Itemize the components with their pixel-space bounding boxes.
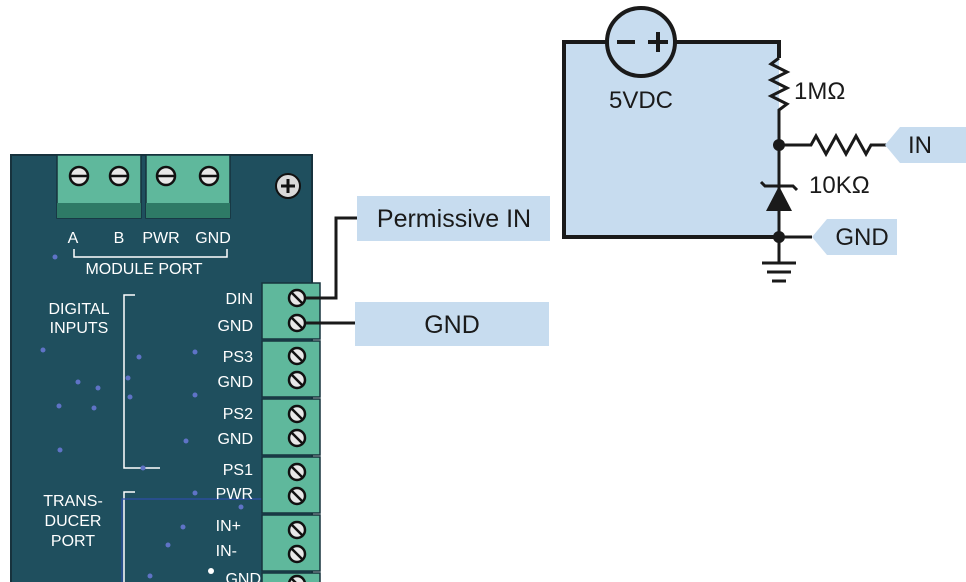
input-schematic: 5VDC 1MΩ IN 10KΩ GND [562, 6, 966, 283]
screw-icon [287, 370, 307, 390]
resistor-1m-icon [767, 56, 791, 145]
field-wiring: Permissive IN GND [306, 196, 550, 346]
screw-icon [198, 165, 220, 187]
resistor-10k-label: 10KΩ [809, 172, 870, 199]
transducer-title-1: TRANS- [43, 493, 103, 510]
resistor-10k-icon [779, 132, 890, 158]
terminal-label-in-plus: IN+ [216, 518, 241, 535]
screw-icon [287, 404, 307, 424]
transducer-bracket [123, 491, 135, 582]
gnd-tag-label: GND [835, 224, 888, 251]
module-pin-a: A [68, 230, 79, 247]
module-port-bracket [73, 249, 228, 258]
terminal-label-in-minus: IN- [216, 543, 237, 560]
screw-icon [108, 165, 130, 187]
dc-source-icon [605, 6, 677, 78]
screw-icon [287, 428, 307, 448]
screw-icon [287, 544, 307, 564]
schematic-top-wire [676, 40, 781, 58]
transducer-title-2: DUCER [45, 513, 102, 530]
controller-board: A B PWR GND MODULE PORT DIGITAL INPUTS T… [10, 154, 321, 582]
screw-icon [287, 574, 307, 582]
terminal-label-ps2: PS2 [223, 406, 253, 423]
ground-icon [762, 237, 796, 283]
resistor-1m-label: 1MΩ [794, 78, 845, 105]
terminal-label-ps1: PS1 [223, 462, 253, 479]
transducer-title-3: PORT [51, 533, 95, 550]
screw-icon [287, 520, 307, 540]
terminal-label-gnd: GND [217, 318, 253, 335]
gnd-tag-box [812, 219, 897, 255]
terminal-label-gnd: GND [225, 571, 261, 582]
zener-diode-icon [759, 145, 799, 237]
digital-inputs-title-1: DIGITAL [48, 301, 109, 318]
screw-icon [287, 313, 307, 333]
screw-icon [287, 486, 307, 506]
schematic-loop-wire [562, 40, 779, 239]
permissive-in-label-box [357, 196, 550, 241]
terminal-label-gnd: GND [217, 431, 253, 448]
gnd-label-box [355, 302, 549, 346]
module-port-title: MODULE PORT [85, 261, 202, 278]
transducer-trace [121, 498, 268, 582]
module-port-terminals [56, 154, 231, 219]
permissive-in-label: Permissive IN [377, 205, 531, 233]
in-tag-box [885, 127, 966, 163]
terminal-label-ps3: PS3 [223, 349, 253, 366]
source-label: 5VDC [609, 87, 673, 114]
screw-icon [287, 346, 307, 366]
module-pin-gnd: GND [195, 230, 231, 247]
terminal-strip [261, 282, 321, 582]
terminal-label-gnd: GND [217, 374, 253, 391]
module-pin-pwr: PWR [142, 230, 179, 247]
screw-icon [155, 165, 177, 187]
gnd-marker [208, 568, 214, 574]
gnd-label: GND [424, 311, 480, 339]
mounting-screw-icon [275, 173, 301, 199]
terminal-label-din: DIN [225, 291, 253, 308]
screw-icon [287, 288, 307, 308]
in-label: IN [908, 132, 932, 159]
board-dots [40, 254, 244, 579]
digital-inputs-title-2: INPUTS [50, 320, 109, 337]
screw-icon [287, 462, 307, 482]
module-pin-b: B [114, 230, 125, 247]
screw-icon [68, 165, 90, 187]
terminal-label-pwr: PWR [216, 486, 253, 503]
permissive-in-wire [306, 216, 357, 300]
schematic-background [564, 42, 779, 238]
